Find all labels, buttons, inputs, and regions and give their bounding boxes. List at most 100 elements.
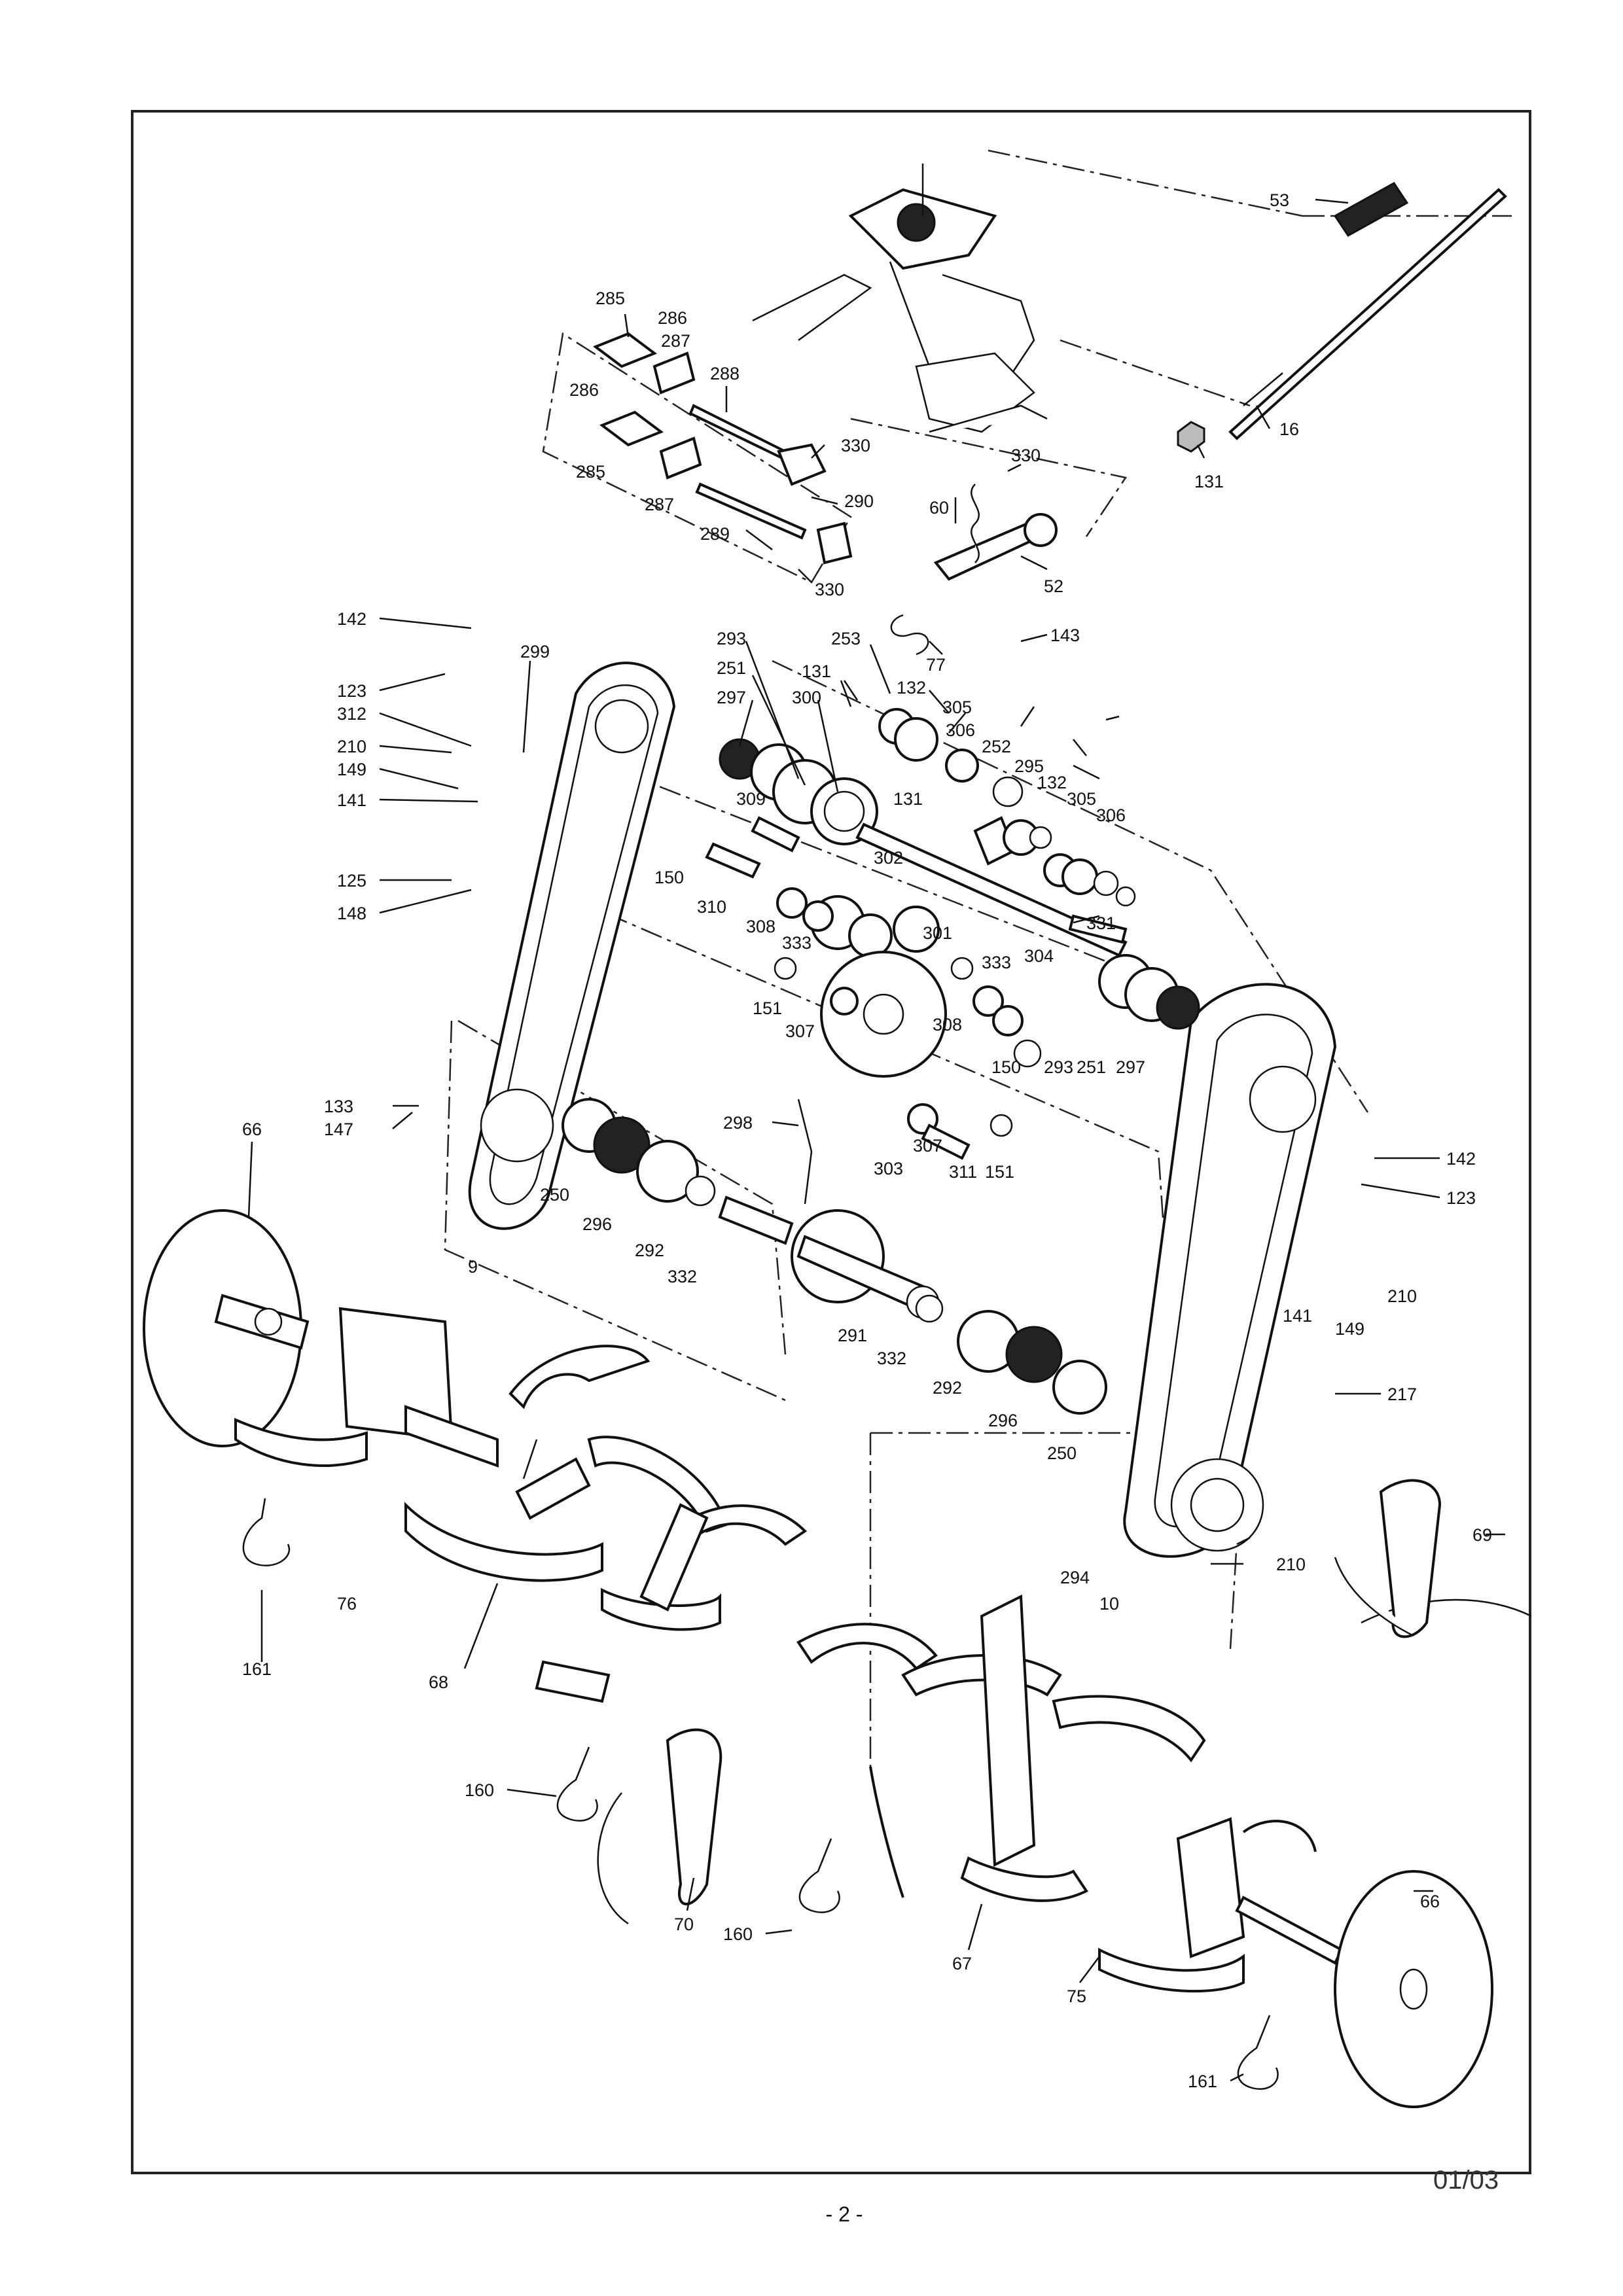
right-tine-assembly	[796, 1479, 1532, 1902]
callout: 77	[926, 655, 946, 675]
leader-lines	[247, 198, 1505, 2082]
callout: 10	[1099, 1594, 1119, 1614]
callout: 305	[942, 698, 972, 717]
callout: 251	[717, 658, 746, 678]
callout: 307	[913, 1136, 942, 1156]
callout: 148	[337, 904, 366, 923]
callout: 161	[242, 1659, 272, 1679]
callout: 132	[1037, 773, 1067, 792]
callout: 333	[982, 953, 1011, 972]
callout: 293	[1044, 1057, 1073, 1077]
callout: 131	[802, 662, 831, 681]
callout: 143	[1050, 626, 1080, 645]
callout: 53	[1270, 190, 1289, 210]
callout: 250	[540, 1185, 569, 1205]
callout: 307	[785, 1021, 815, 1041]
callout: 151	[753, 998, 782, 1018]
callout: 151	[985, 1162, 1014, 1182]
callout: 52	[1044, 576, 1063, 596]
tiller-tine-icon	[404, 1405, 499, 1468]
callout: 332	[668, 1267, 697, 1286]
callout: 286	[658, 308, 687, 328]
callout: 210	[1387, 1286, 1417, 1306]
callout: 330	[1011, 446, 1041, 465]
callout: 297	[1116, 1057, 1145, 1077]
left-wheel-disc	[143, 1209, 310, 1447]
callout: 294	[1060, 1568, 1090, 1587]
gear-train	[705, 708, 1200, 1160]
callout: 149	[1335, 1319, 1364, 1339]
callout: 68	[429, 1672, 448, 1692]
callout: 299	[520, 642, 550, 662]
callout: 160	[465, 1780, 494, 1800]
callout: 131	[893, 789, 923, 809]
part-callouts: 53 16 131 285 286 287 288 286 285 287 28…	[242, 190, 1492, 2091]
callout: 330	[841, 436, 870, 455]
callout: 131	[1194, 472, 1224, 491]
callout: 331	[1086, 913, 1116, 933]
callout: 311	[949, 1162, 977, 1182]
callout: 147	[324, 1120, 353, 1139]
callout: 303	[874, 1159, 903, 1178]
callout: 300	[792, 688, 821, 707]
drive-shaft-lower	[562, 1098, 1107, 1415]
callout: 295	[1014, 756, 1044, 776]
callout: 297	[717, 688, 746, 707]
callout: 301	[923, 923, 952, 943]
callout: 150	[991, 1057, 1021, 1077]
shift-rods	[592, 332, 1058, 656]
hairpin-clip-icon	[242, 1498, 291, 1566]
callout: 287	[645, 495, 674, 514]
grip-icon	[1333, 182, 1409, 237]
callout: 76	[337, 1594, 357, 1614]
drawing-frame	[131, 110, 1531, 2174]
callout: 296	[582, 1214, 612, 1234]
callout: 305	[1067, 789, 1096, 809]
callout: 292	[635, 1241, 664, 1260]
callout: 16	[1279, 419, 1299, 439]
callout: 142	[337, 609, 366, 629]
callout: 296	[988, 1411, 1018, 1430]
callout: 161	[1188, 2072, 1217, 2091]
handle-bracket	[752, 164, 1048, 433]
callout: 330	[815, 580, 844, 599]
left-inner-tine	[597, 1728, 722, 1925]
revision-code: 01/03	[1433, 2166, 1499, 2195]
left-tine-assembly	[234, 1307, 808, 1703]
callout: 210	[337, 737, 366, 756]
callout: 133	[324, 1097, 353, 1116]
callout: 292	[933, 1378, 962, 1398]
callout: 306	[1096, 805, 1126, 825]
callout: 66	[242, 1120, 262, 1139]
callout: 160	[723, 1924, 753, 1944]
callout: 333	[782, 933, 812, 953]
callout: 141	[1283, 1306, 1312, 1326]
page-number: - 2 -	[825, 2202, 863, 2226]
callout: 69	[1472, 1525, 1492, 1545]
callout: 285	[576, 462, 605, 482]
callout: 67	[952, 1954, 972, 1973]
nut-icon	[1177, 421, 1205, 453]
callout: 310	[697, 897, 726, 917]
callout: 125	[337, 871, 366, 891]
callout: 9	[468, 1257, 478, 1277]
callout: 252	[982, 737, 1011, 756]
callout: 298	[723, 1113, 753, 1133]
callout: 286	[569, 380, 599, 400]
callout: 251	[1077, 1057, 1106, 1077]
callout: 312	[337, 704, 366, 724]
callout: 149	[337, 760, 366, 779]
callout: 123	[1446, 1188, 1476, 1208]
callout: 285	[596, 289, 625, 308]
callout: 309	[736, 789, 766, 809]
callout: 210	[1276, 1555, 1306, 1574]
callout: 250	[1047, 1443, 1077, 1463]
callout: 289	[700, 524, 730, 544]
callout: 217	[1387, 1385, 1417, 1404]
callout: 75	[1067, 1987, 1086, 2006]
callout: 253	[831, 629, 861, 648]
callout: 123	[337, 681, 366, 701]
right-wheel-disc	[1098, 1817, 1493, 2108]
hairpin-clips	[242, 1498, 1279, 2090]
